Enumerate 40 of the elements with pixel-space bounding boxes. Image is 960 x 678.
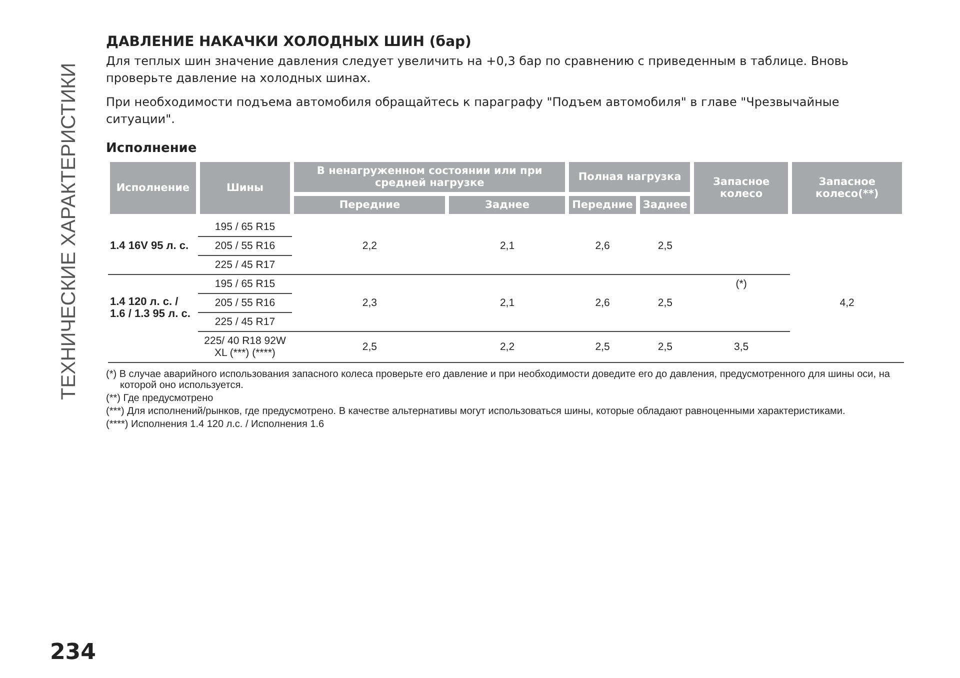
tire-size: 225/ 40 R18 92W XL (***) (****) [198,331,292,362]
page-number: 234 [50,640,96,665]
column-header: Запасное колесо(**) [790,160,904,216]
tire-size: 205 / 55 R16 [198,293,292,312]
tire-size: 225 / 45 R17 [198,312,292,332]
tire-size: 195 / 65 R15 [198,274,292,294]
paragraph: При необходимости подъема автомобиля обращайтесь к параграфу "Подъем автомобиля" в главе "Чрезвычайные ситуации". [106,94,840,128]
pressure-value: 2,1 [498,238,516,254]
footnote: (**) Где предусмотрено [106,392,214,404]
pressure-value: 3,5 [692,331,790,362]
footnote: (****) Исполнения 1.4 120 л.с. / Исполнения 1.6 [106,418,326,430]
engine-version: 1.4 16V 95 л. с. [108,236,198,256]
footnote: (*) В случае аварийного использования запасного колеса проверьте его давление и при необходимости доведите его до давления, предусмотренного для шины оси, на которой оно используется. [106,368,891,391]
footnote: (***) Для исполнений/рынков, где предусмотрено. В качестве альтернативы могут использоваться шины, которые обладают равноценными характеристиками. [106,406,846,417]
column-header: В ненагруженном состоянии или при средней нагрузке [292,160,568,194]
pressure-value: 2,2 [447,331,568,362]
heading: ДАВЛЕНИЕ НАКАЧКИ ХОЛОДНЫХ ШИН (бар) [106,34,472,50]
pressure-value: 4,2 [838,296,856,311]
pressure-value: 2,6 [594,296,611,311]
section-title: ТЕХНИЧЕСКИЕ ХАРАКТЕРИСТИКИ [58,62,81,400]
pressure-value: 2,1 [498,296,516,311]
tire-size: 205 / 55 R16 [198,236,292,256]
pressure-value: 2,5 [638,331,692,362]
column-header: Запасное колесо [692,160,790,216]
footnote-mark: (*) [692,274,790,294]
pressure-value: 2,5 [656,238,674,254]
paragraph: Для теплых шин значение давления следует увеличить на +0,3 бар по сравнению с приведенным в таблице. Вновь проверьте давление на холодных шинах. [106,53,850,88]
subheading: Исполнение [106,140,198,156]
tire-size: 225 / 45 R17 [198,255,292,274]
pressure-value: 2,5 [292,331,448,362]
tire-size: 195 / 65 R15 [198,216,292,236]
pressure-value: 2,5 [567,331,638,362]
pressure-value: 2,5 [656,296,674,311]
pressure-value: 2,6 [594,238,611,254]
pressure-value: 2,3 [292,293,448,312]
column-header: Полная нагрузка [567,160,692,194]
column-header: Исполнение [108,160,198,216]
column-header: Шины [198,160,292,216]
pressure-value: 2,2 [292,236,448,256]
engine-version: 1.4 120 л. с. / 1.6 / 1.3 95 л. с. [108,293,198,362]
